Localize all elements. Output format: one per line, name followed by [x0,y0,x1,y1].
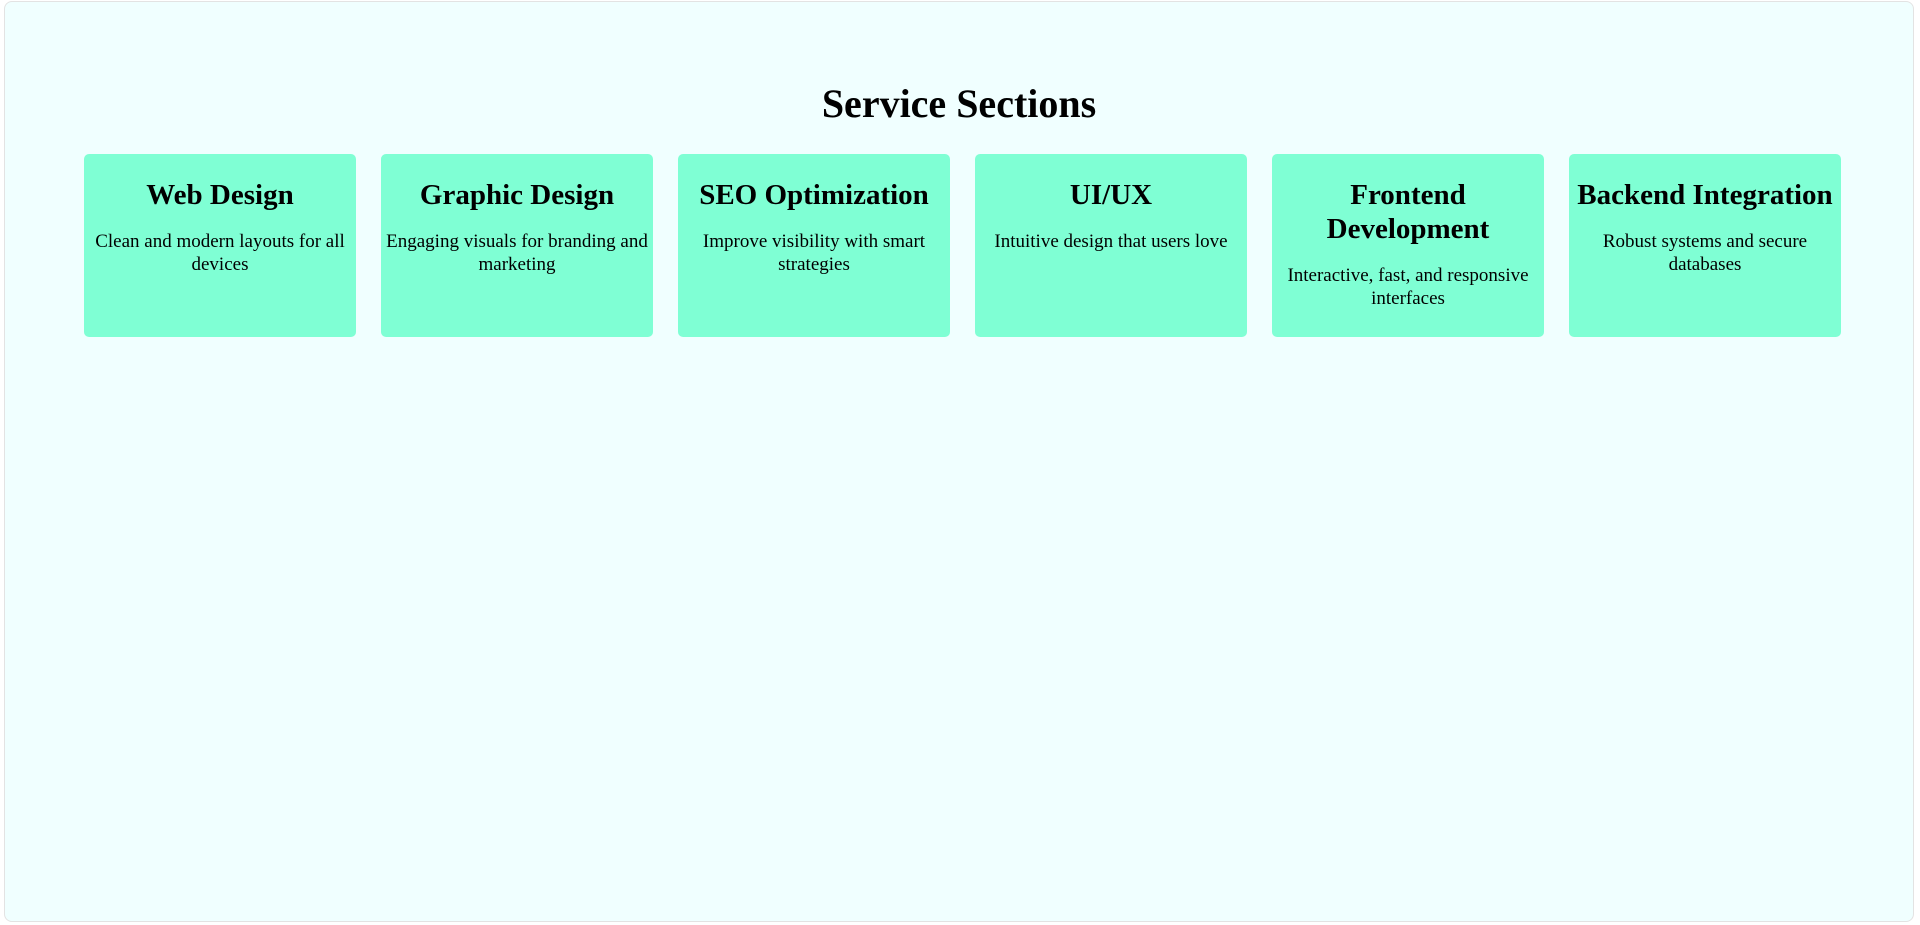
service-card-title: Graphic Design [419,179,615,211]
service-card-description: Interactive, fast, and responsive interf… [1287,265,1529,309]
service-card-title: Web Design [146,179,294,211]
page-title: Service Sections [821,81,1097,126]
service-card-title: UI/UX [1069,179,1153,211]
service-card-title: Backend Integration [1577,179,1833,211]
service-card-description: Improve visibility with smart strategies [702,231,926,275]
service-cards-row: Web Design Clean and modern layouts for … [84,154,1841,337]
service-card-seo-optimization: SEO Optimization Improve visibility with… [678,154,950,337]
service-card-frontend-development: Frontend Development Interactive, fast, … [1272,154,1544,337]
page-container: Service Sections Web Design Clean and mo… [4,1,1914,922]
service-card-web-design: Web Design Clean and modern layouts for … [84,154,356,337]
service-card-ui-ux: UI/UX Intuitive design that users love [975,154,1247,337]
service-card-title: Frontend Development [1326,179,1490,245]
service-card-graphic-design: Graphic Design Engaging visuals for bran… [381,154,653,337]
service-card-backend-integration: Backend Integration Robust systems and s… [1569,154,1841,337]
service-card-description: Intuitive design that users love [994,231,1228,252]
service-card-description: Robust systems and secure databases [1602,231,1808,275]
service-card-description: Clean and modern layouts for all devices [95,231,345,275]
service-card-title: SEO Optimization [699,179,929,211]
service-card-description: Engaging visuals for branding and market… [386,231,648,275]
